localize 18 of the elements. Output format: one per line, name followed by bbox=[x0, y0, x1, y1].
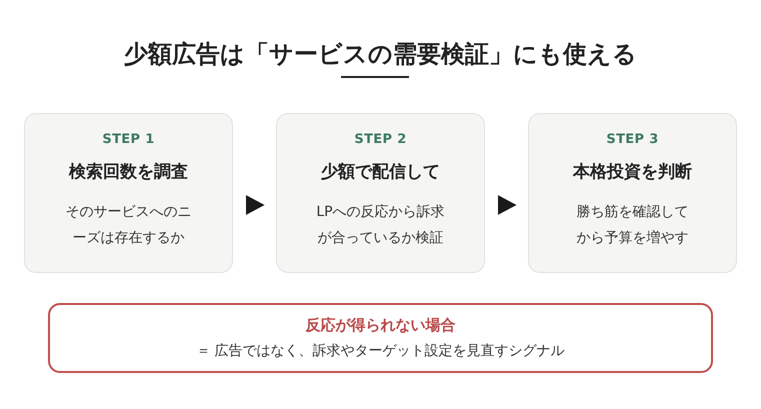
step-description: LPへの反応から訴求が合っているか検証 bbox=[315, 203, 446, 248]
step-card bbox=[276, 113, 485, 273]
step-number: STEP 1 bbox=[102, 131, 155, 149]
step-card bbox=[528, 113, 737, 273]
step-description: 勝ち筋を確認してから予算を増やす bbox=[576, 203, 690, 248]
warning-text: ＝ 広告ではなく、訴求やターゲット設定を見直すシグナル bbox=[196, 342, 565, 361]
step-number: STEP 2 bbox=[354, 131, 407, 149]
arrow bbox=[246, 195, 265, 215]
step-heading: 本格投資を判断 bbox=[573, 160, 692, 184]
step-card bbox=[24, 113, 233, 273]
arrow bbox=[498, 195, 517, 215]
step-heading: 少額で配信して bbox=[321, 160, 440, 184]
step-number: STEP 3 bbox=[606, 131, 659, 149]
title: 少額広告は「サービスの需要検証」にも使える bbox=[123, 39, 638, 70]
warning-box bbox=[48, 303, 713, 373]
warning-heading: 反応が得られない場合 bbox=[306, 315, 456, 336]
step-heading: 検索回数を調査 bbox=[69, 160, 188, 184]
step-description: そのサービスへのニーズは存在するか bbox=[64, 203, 192, 248]
